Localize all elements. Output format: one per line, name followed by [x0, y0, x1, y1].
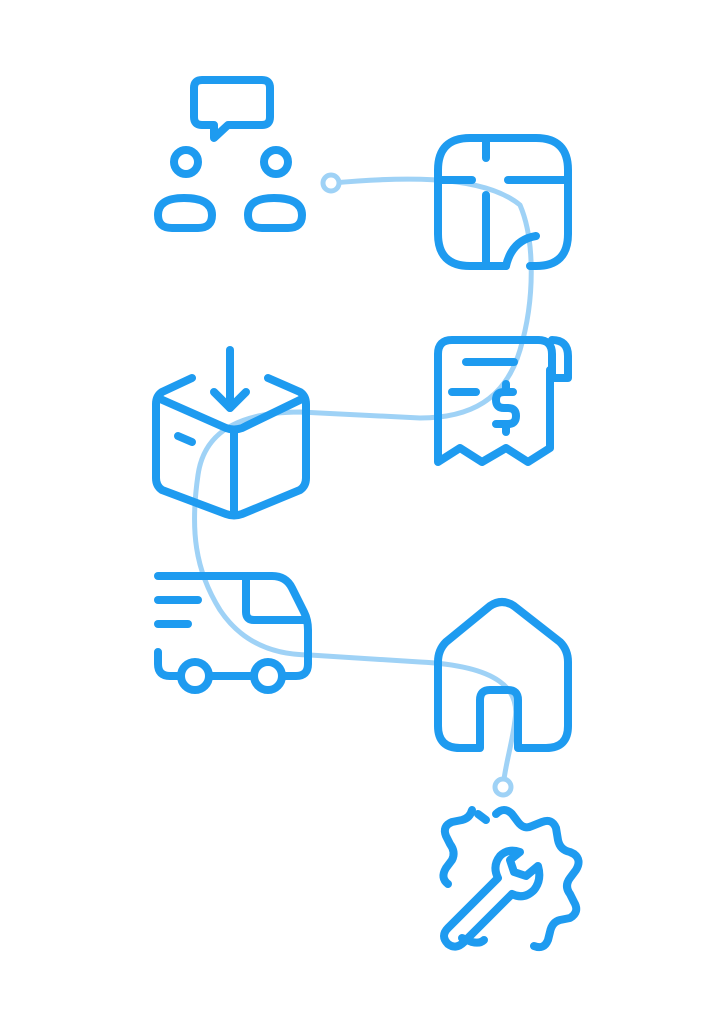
- consultation-icon: [154, 76, 306, 232]
- floor-plan-icon: [434, 134, 572, 270]
- flow-connector: [192, 172, 534, 798]
- package-delivery-box-icon: [152, 346, 310, 520]
- service-gear-wrench-icon: [439, 806, 583, 952]
- delivery-truck-icon: [154, 572, 312, 694]
- connector-path: [192, 176, 534, 790]
- connector-end-node: [492, 776, 514, 798]
- connector-start-node: [320, 172, 342, 194]
- home-icon: [434, 598, 572, 752]
- invoice-receipt-icon: [434, 336, 572, 466]
